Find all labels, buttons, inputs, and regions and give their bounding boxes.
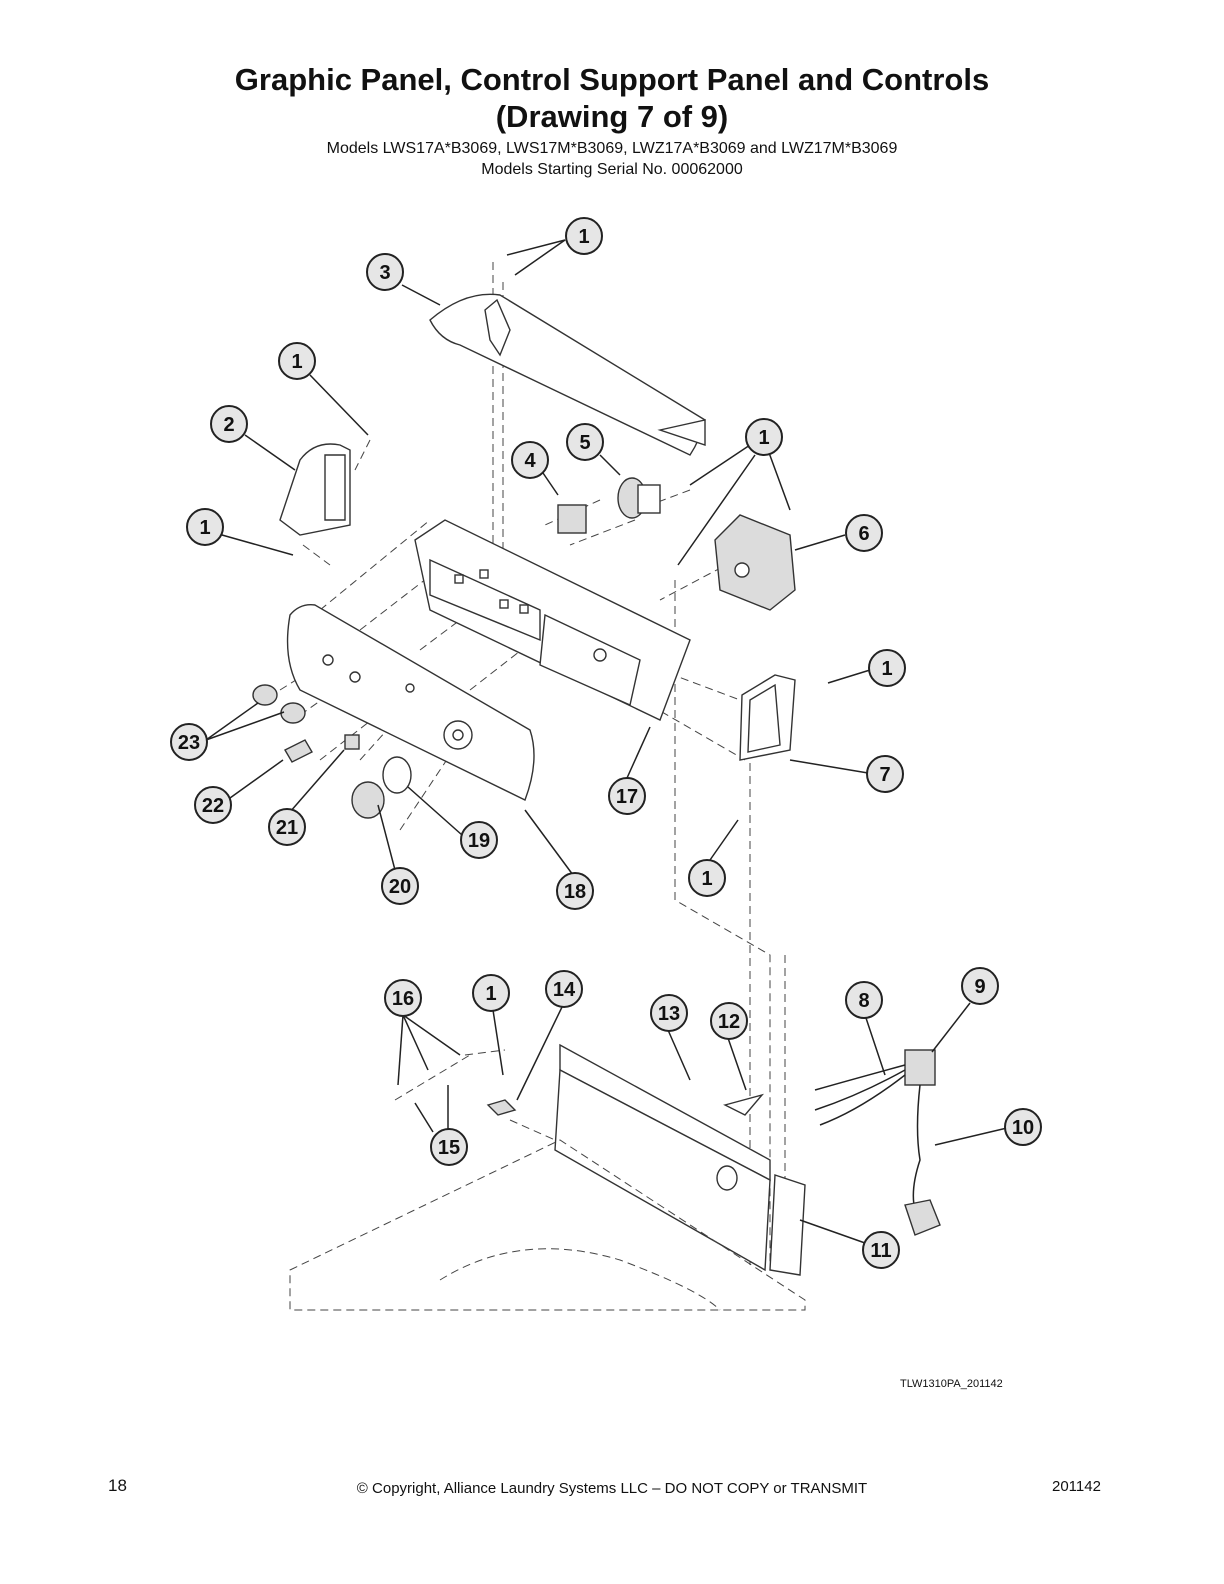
callout-label: 4 [524, 450, 536, 472]
callout: 1 [186, 508, 224, 546]
callout: 23 [170, 723, 208, 761]
callout-label: 23 [178, 732, 200, 754]
callout-label: 18 [564, 881, 586, 903]
callout: 8 [845, 981, 883, 1019]
part-rotary-switch [617, 477, 661, 519]
callout: 4 [511, 441, 549, 479]
callout: 10 [1004, 1108, 1042, 1146]
callout: 12 [710, 1002, 748, 1040]
callout-label: 7 [879, 764, 890, 786]
callout-label: 10 [1012, 1117, 1034, 1139]
part-power-cord [814, 1049, 941, 1236]
callout: 1 [688, 859, 726, 897]
callout-label: 12 [718, 1011, 740, 1033]
part-graphic-panel [286, 604, 535, 801]
page-title: Graphic Panel, Control Support Panel and… [234, 62, 990, 97]
callout-label: 1 [881, 658, 892, 680]
part-clip [486, 1099, 517, 1116]
leader-lines [205, 239, 1008, 1244]
callout: 2 [210, 405, 248, 443]
copyright-notice: © Copyright, Alliance Laundry Systems LL… [356, 1480, 868, 1497]
callout-label: 8 [858, 990, 869, 1012]
callout-label: 13 [658, 1003, 680, 1025]
callout-label: 15 [438, 1137, 460, 1159]
callout-label: 17 [616, 786, 638, 808]
callout: 21 [268, 808, 306, 846]
callout: 6 [845, 514, 883, 552]
callout: 9 [961, 967, 999, 1005]
callout-label: 1 [291, 351, 302, 373]
callout: 5 [566, 423, 604, 461]
models-line: Models LWS17A*B3069, LWS17M*B3069, LWZ17… [326, 140, 898, 157]
callout: 13 [650, 994, 688, 1032]
callout: 1 [278, 342, 316, 380]
page-number: 18 [108, 1476, 127, 1495]
callout-label: 22 [202, 795, 224, 817]
callout-label: 3 [379, 262, 390, 284]
callout-label: 2 [223, 414, 234, 436]
callout: 18 [556, 872, 594, 910]
part-graphic-cover [429, 293, 706, 456]
callout-label: 11 [870, 1240, 891, 1262]
callout-label: 19 [468, 830, 490, 852]
callout: 15 [430, 1128, 468, 1166]
callout: 1 [868, 649, 906, 687]
callout: 1 [472, 974, 510, 1012]
callout-label: 14 [553, 979, 576, 1001]
part-warning-label [723, 1093, 764, 1116]
callout-label: 1 [199, 517, 210, 539]
part-switch [557, 504, 587, 534]
callout-label: 1 [485, 983, 496, 1005]
callout: 19 [460, 821, 498, 859]
part-left-end-cap [279, 443, 351, 536]
part-control-support-panel [414, 519, 691, 721]
callout-label: 21 [276, 817, 298, 839]
callout-label: 9 [974, 976, 985, 998]
callout-label: 20 [389, 876, 411, 898]
callout: 14 [545, 970, 583, 1008]
part-knobs [252, 684, 412, 819]
callout: 3 [366, 253, 404, 291]
part-control-panel-base [289, 1043, 806, 1311]
part-right-end-cap [739, 674, 796, 761]
callout-label: 5 [579, 432, 590, 454]
callout: 16 [384, 979, 422, 1017]
callout: 1 [745, 418, 783, 456]
callout: 1 [565, 217, 603, 255]
callout-label: 1 [701, 868, 712, 890]
part-timer [714, 514, 796, 611]
callout-label: 6 [858, 523, 869, 545]
callout: 11 [862, 1231, 900, 1269]
page-subtitle: (Drawing 7 of 9) [495, 99, 729, 134]
callout: 20 [381, 867, 419, 905]
serial-line: Models Starting Serial No. 00062000 [481, 161, 743, 178]
callout: 22 [194, 786, 232, 824]
callout-label: 1 [578, 226, 589, 248]
callout-label: 16 [392, 988, 414, 1010]
drawing-code: TLW1310PA_201142 [900, 1378, 1003, 1390]
callout-label: 1 [758, 427, 769, 449]
callout: 17 [608, 777, 646, 815]
revision-code: 201142 [1052, 1478, 1101, 1495]
callout: 7 [866, 755, 904, 793]
